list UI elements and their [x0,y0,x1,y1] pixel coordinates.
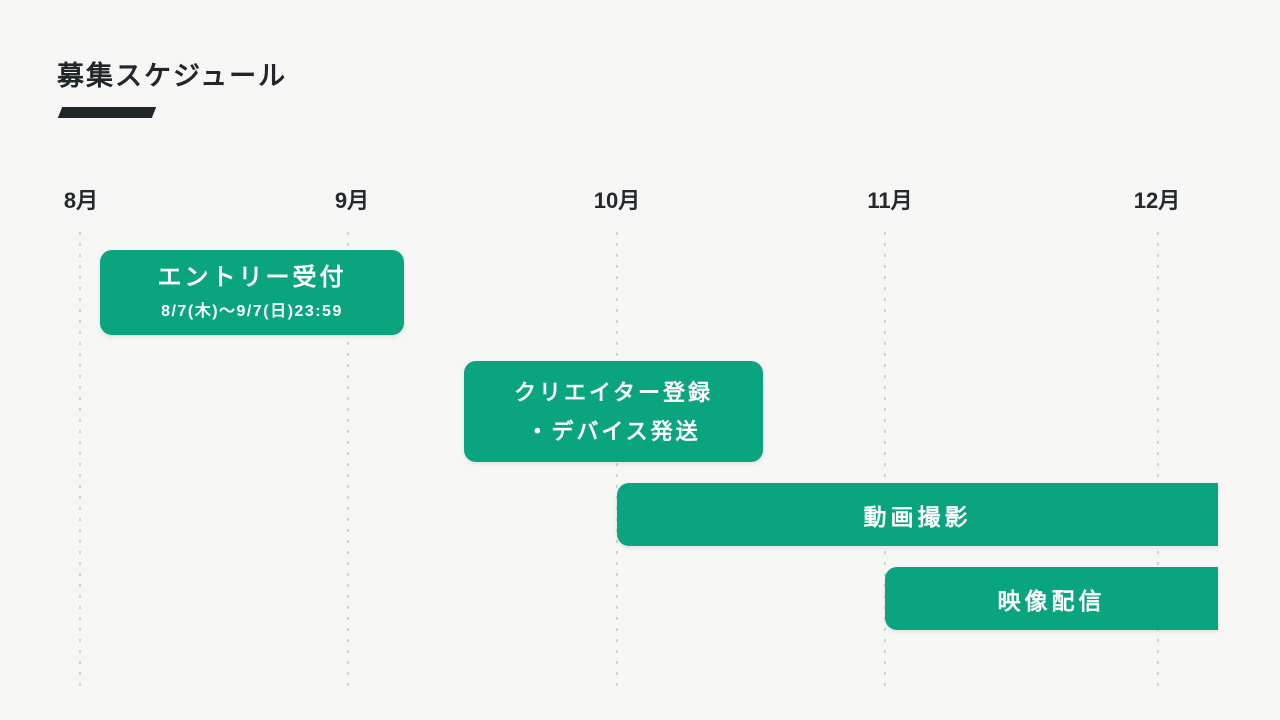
gantt-bar-entry: エントリー受付 8/7(木)〜9/7(日)23:59 [100,250,404,335]
month-gridline-sep [347,232,349,694]
gantt-bar-entry-dates: 8/7(木)〜9/7(日)23:59 [161,303,343,321]
gantt-bar-registration-line2: ・デバイス発送 [526,418,701,444]
page-title: 募集スケジュール [57,61,288,91]
title-underline [57,107,157,118]
month-gridline-nov [884,232,886,694]
month-label-aug: 8月 [63,188,99,213]
gantt-bar-filming: 動画撮影 [617,483,1218,546]
gantt-bar-streaming: 映像配信 [885,567,1218,630]
month-label-oct: 10月 [593,188,641,213]
month-gridline-dec [1157,232,1159,694]
gantt-bar-filming-label: 動画撮影 [863,503,972,530]
month-label-nov: 11月 [867,188,913,213]
gantt-bar-registration-line1: クリエイター登録 [513,379,714,405]
gantt-bar-streaming-label: 映像配信 [997,587,1106,614]
month-label-sep: 9月 [334,188,370,213]
month-gridline-oct [616,232,618,694]
gantt-bar-registration: クリエイター登録 ・デバイス発送 [464,361,763,462]
month-gridline-aug [79,232,81,694]
month-label-dec: 12月 [1133,188,1181,213]
gantt-bar-entry-label: エントリー受付 [157,263,347,291]
